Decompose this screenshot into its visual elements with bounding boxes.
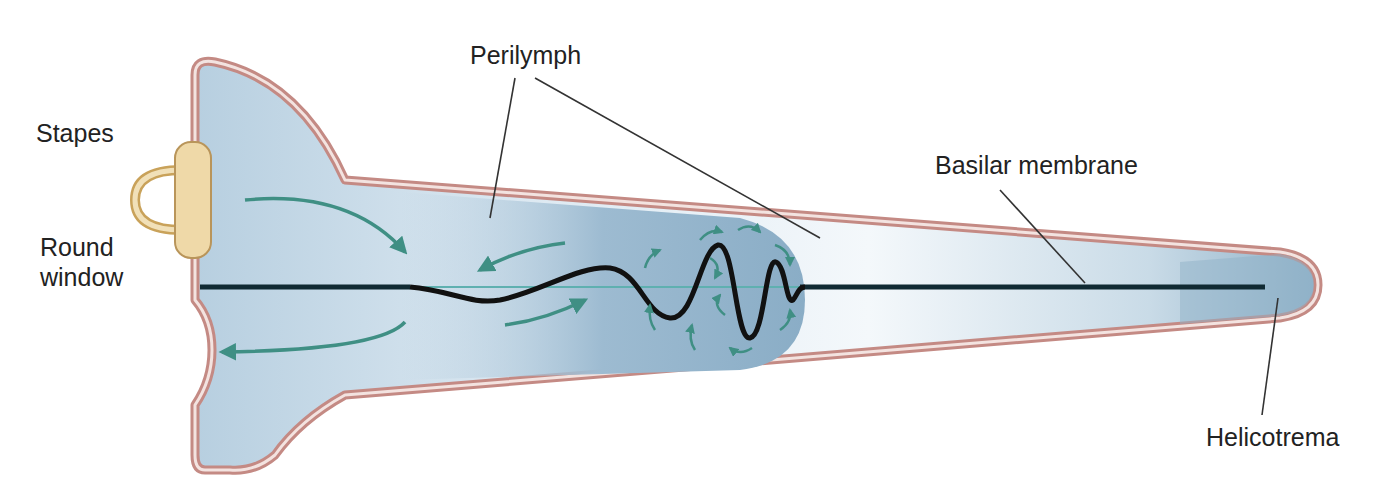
part-label: Helicotrema (1206, 422, 1339, 452)
basilar-membrane-line (200, 285, 410, 290)
part-label: Stapes (36, 118, 114, 148)
leader-lines (490, 78, 1278, 415)
part-label: Perilymph (470, 40, 581, 70)
cochlea-outline (195, 61, 1318, 470)
part-label: Basilar membrane (935, 150, 1138, 180)
stapes-symbol (135, 142, 211, 258)
part-label: Round window (40, 232, 165, 292)
flow-arrows (222, 199, 585, 352)
traveling-wave (410, 245, 805, 338)
fluid-motion-region (400, 192, 805, 380)
vortex-arrows (645, 226, 790, 352)
